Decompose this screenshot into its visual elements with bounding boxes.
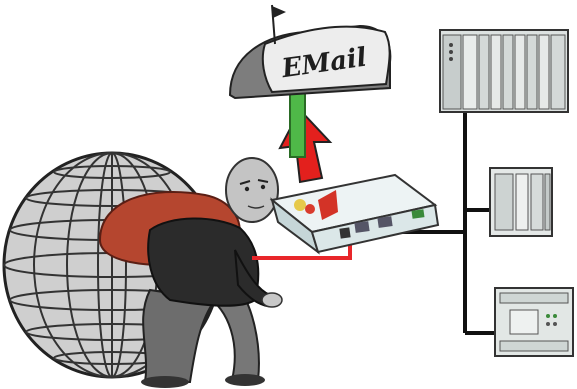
mailbox-post (289, 86, 306, 158)
plc-rack-icon (439, 29, 569, 113)
mailbox-icon: EMail (228, 4, 392, 100)
thief-icon (98, 157, 283, 388)
plc-compact-icon (489, 167, 553, 237)
plc-small-icon (494, 287, 574, 357)
router-icon (269, 173, 440, 255)
